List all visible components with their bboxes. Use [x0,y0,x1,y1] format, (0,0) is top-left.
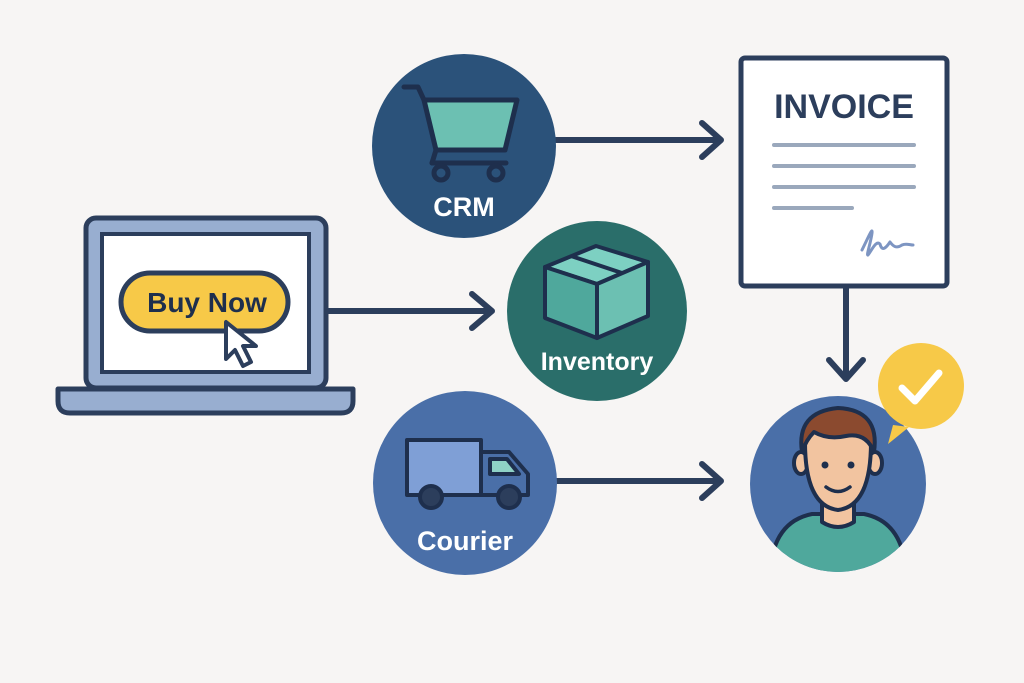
invoice-icon: INVOICE [738,55,950,289]
invoice-lines [772,143,916,210]
box-icon [543,244,650,340]
inventory-node: Inventory [507,221,687,401]
arrow-crm-to-invoice [553,120,724,160]
buy-now-label: Buy Now [147,287,267,318]
flow-arrows [323,120,866,501]
arrow-invoice-to-customer [826,285,866,382]
signature-icon [860,229,915,257]
arrow-laptop-to-inventory [323,291,495,331]
person-icon [768,406,908,572]
invoice-title: INVOICE [774,88,914,126]
arrow-courier-to-customer [553,461,724,501]
check-bubble-icon [878,343,964,444]
buy-now-button[interactable]: Buy Now [118,270,291,334]
customer-node [750,343,964,572]
crm-node: CRM [372,54,556,238]
courier-node: Courier [373,391,557,575]
courier-label: Courier [417,526,514,556]
cursor-icon [224,320,258,368]
inventory-label: Inventory [541,348,654,376]
crm-label: CRM [433,192,495,222]
truck-icon [405,438,530,510]
laptop-icon: Buy Now [55,215,356,416]
cart-icon [401,84,520,183]
